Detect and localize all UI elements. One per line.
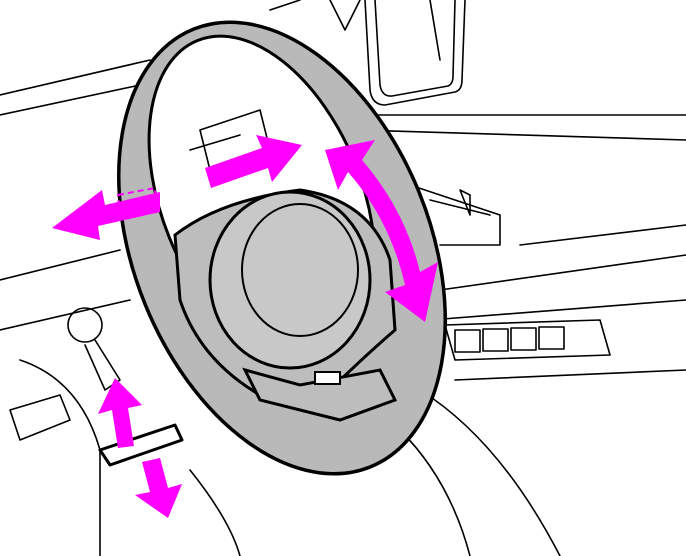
lever-up-arrow-icon [98, 378, 142, 448]
tilt-lever [98, 423, 184, 467]
telescopic-in-arrow-icon [205, 135, 302, 188]
telescopic-out-arrow-icon [52, 190, 160, 240]
window-switch-panel [454, 326, 565, 353]
steering-wheel [117, 20, 447, 476]
lower-spoke [242, 367, 398, 422]
lever-down-arrow-icon [135, 458, 182, 518]
airbag-hub [208, 190, 372, 370]
tilt-double-arrow-icon [325, 140, 438, 322]
